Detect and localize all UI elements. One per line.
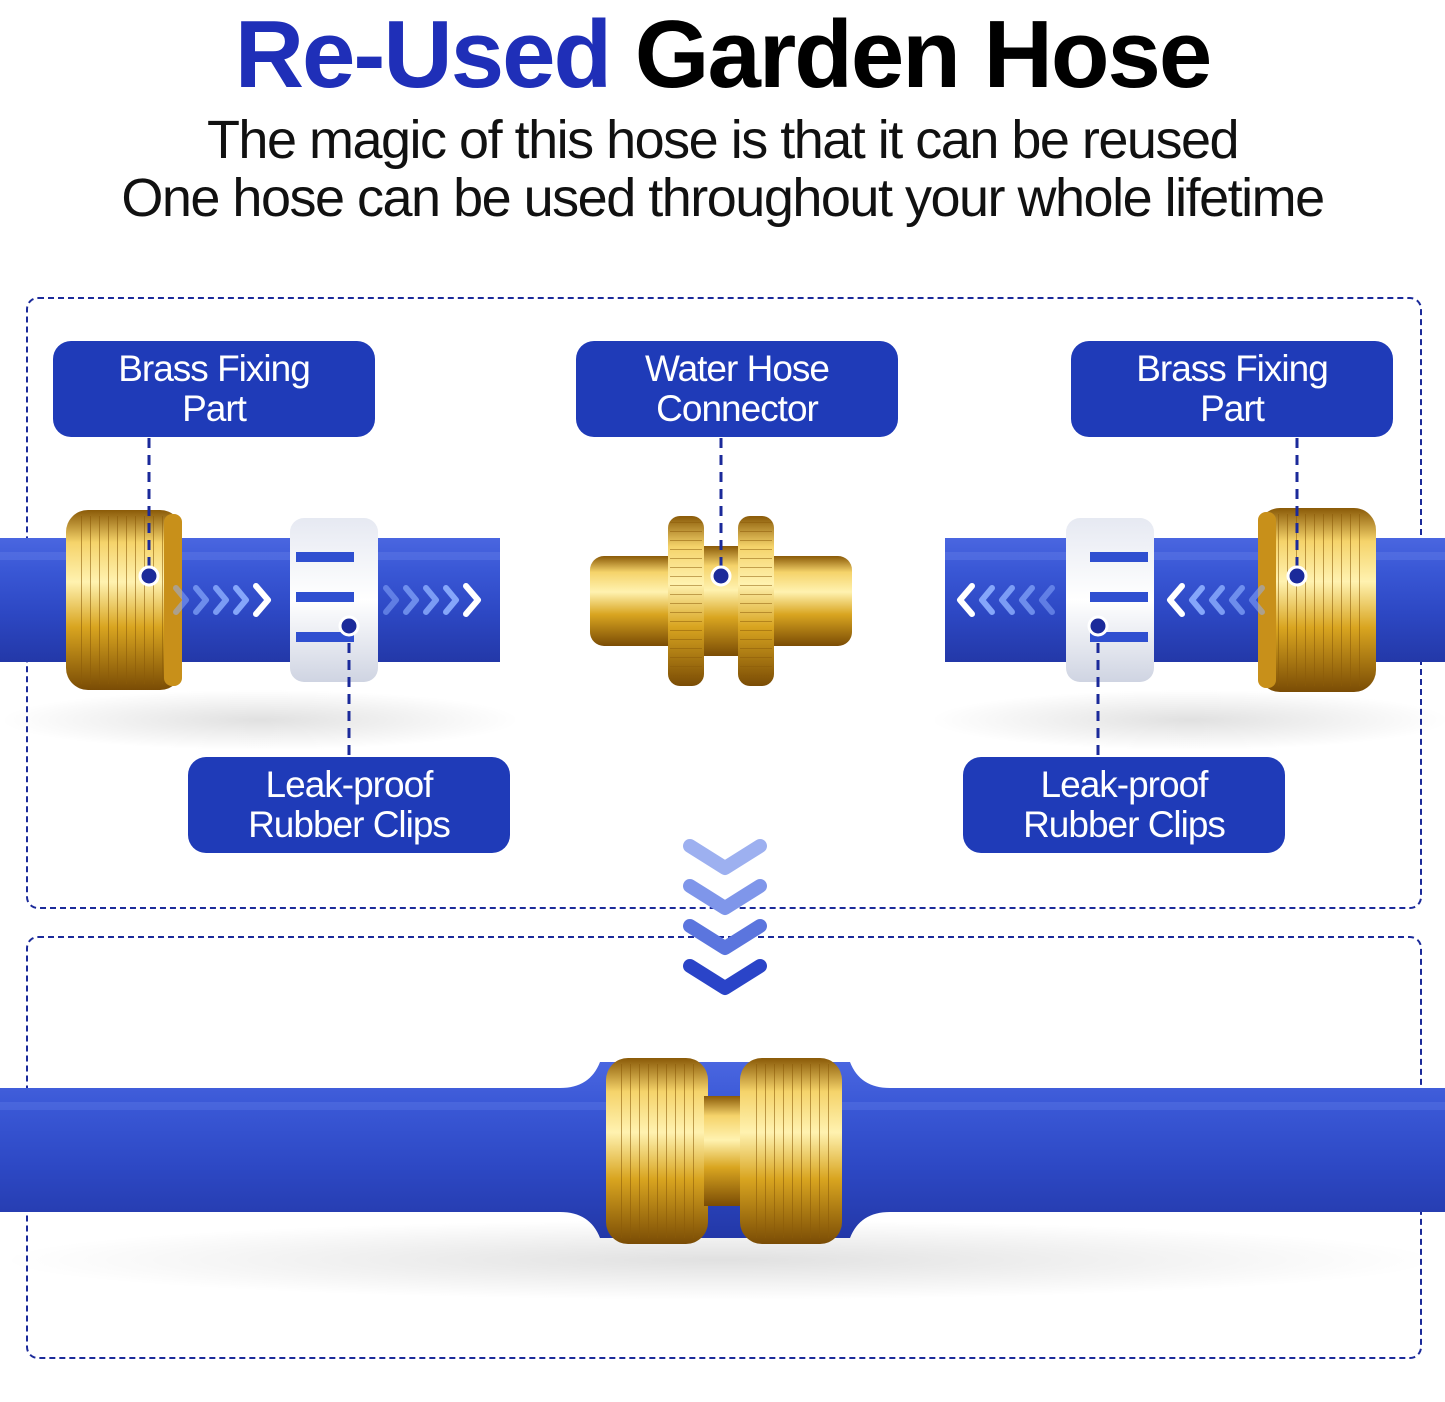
callout-dots [138,565,1308,637]
title-accent: Re-Used [234,1,612,108]
label-leak-proof-left: Leak-proof Rubber Clips [188,757,510,853]
assembled-hose [0,1058,1445,1244]
chevron-right-icon [173,583,271,617]
label-brass-fixing-left: Brass Fixing Part [53,341,375,437]
label-brass-fixing-right: Brass Fixing Part [1071,341,1393,437]
callout-leaders [147,438,1299,758]
subtitle-line-1: The magic of this hose is that it can be… [206,110,1240,170]
left-hose-assembly [0,510,500,690]
subtitle-line-2: One hose can be used throughout your who… [121,168,1325,228]
label-water-hose-connector: Water Hose Connector [576,341,898,437]
title-rest: Garden Hose [634,1,1213,108]
label-leak-proof-right: Leak-proof Rubber Clips [963,757,1285,853]
hose-shadow-right [930,690,1445,750]
chevron-right-icon [383,583,481,617]
page-title: Re-Used Garden Hose [0,0,1445,110]
chevron-down-icon [683,839,767,995]
chevron-left-icon [1167,583,1265,617]
right-hose-assembly [945,508,1445,692]
hose-shadow-bottom [0,1220,1440,1300]
center-hose-connector [590,516,852,686]
hose-shadow-left [0,690,520,750]
chevron-left-icon [957,583,1055,617]
